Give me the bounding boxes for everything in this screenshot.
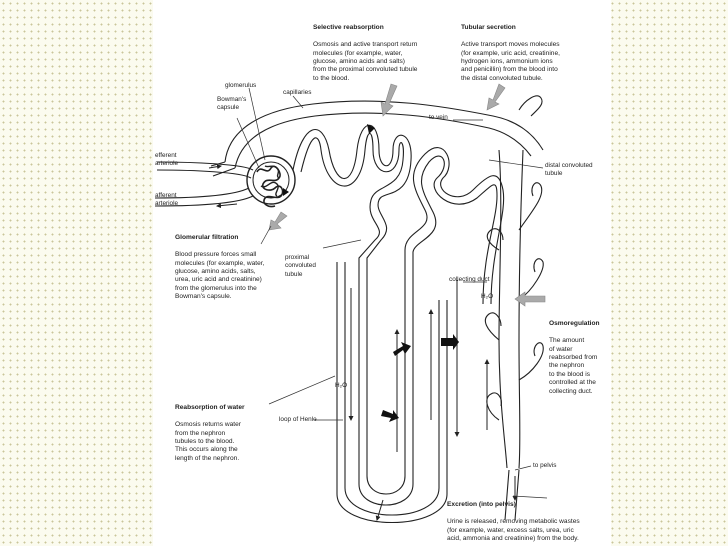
collecting-duct-label: collecting duct [449, 276, 490, 283]
nephron-tubule [292, 124, 505, 524]
glomerulus-knot [246, 155, 296, 208]
osmoregulation-label: Osmoregulation The amount of water reabs… [549, 312, 600, 396]
tubular-secretion-title: Tubular secretion [461, 24, 516, 32]
tubular-secretion-label: Tubular secretion Active transport moves… [461, 16, 560, 83]
reabsorption-of-water-title: Reabsorption of water [175, 404, 245, 412]
osmoregulation-body: The amount of water reabsorbed from the … [549, 337, 598, 395]
glomerulus-label: glomerulus [225, 82, 257, 89]
afferent-arteriole-label: afferent arteriole [155, 192, 179, 208]
selective-reabsorption-label: Selective reabsorption Osmosis and activ… [313, 16, 417, 83]
bowmans-capsule-label: Bowman's capsule [217, 96, 247, 112]
flow-arrows [208, 164, 518, 521]
collecting-duct [484, 95, 544, 521]
leader-lines [236, 87, 548, 499]
nephron-diagram [154, 83, 548, 524]
selective-reabsorption-body: Osmosis and active transport return mole… [313, 41, 418, 82]
diagram-sheet: Selective reabsorption Osmosis and activ… [153, 0, 611, 546]
tubular-secretion-body: Active transport moves molecules (for ex… [461, 41, 560, 82]
distal-convoluted-tubule-label: distal convoluted tubule [545, 162, 593, 178]
glomerular-filtration-title: Glomerular filtration [175, 234, 239, 242]
grey-arrows [268, 83, 546, 307]
osmoregulation-title: Osmoregulation [549, 320, 600, 328]
excretion-title: Excretion (into pelvis) [447, 501, 516, 509]
to-vein-label: to vein [429, 114, 448, 121]
loop-of-henle-label: loop of Henle [279, 416, 317, 423]
excretion-body: Urine is released, removing metabolic wa… [447, 518, 580, 543]
glomerular-filtration-body: Blood pressure forces small molecules (f… [175, 251, 265, 301]
to-pelvis-label: to pelvis [533, 462, 557, 469]
black-arrows [283, 124, 459, 422]
selective-reabsorption-title: Selective reabsorption [313, 24, 384, 32]
reabsorption-of-water-label: Reabsorption of water Osmosis returns wa… [175, 396, 245, 463]
capillaries-label: capillaries [283, 89, 312, 96]
glomerular-filtration-label: Glomerular filtration Blood pressure for… [175, 226, 264, 302]
h2o-duct-label: H₂O [481, 293, 494, 300]
efferent-arteriole-label: efferent arteriole [155, 152, 179, 168]
reabsorption-of-water-body: Osmosis returns water from the nephron t… [175, 421, 241, 462]
h2o-loop-label: H₂O [335, 382, 348, 389]
proximal-convoluted-tubule-label: proximal convoluted tubule [285, 254, 316, 278]
excretion-label: Excretion (into pelvis) Urine is release… [447, 493, 580, 543]
